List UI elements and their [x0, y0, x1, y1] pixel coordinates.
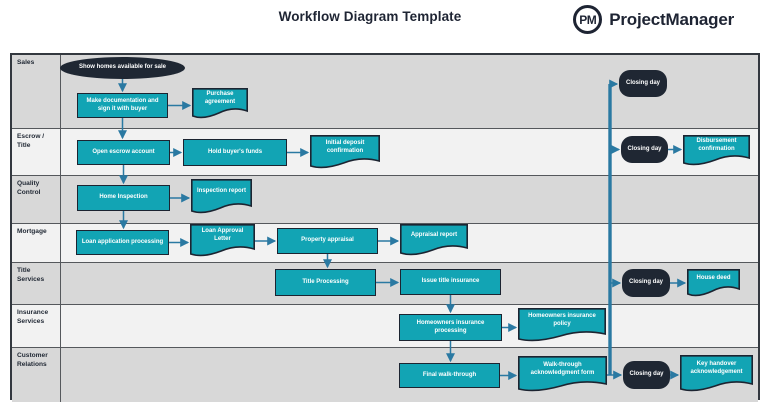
logo-wordmark: ProjectManager [609, 9, 734, 29]
node-property-appraisal: Property appraisal [277, 228, 378, 254]
node-label: Closing day [628, 279, 663, 286]
node-label: Key handover acknowledgement [690, 361, 743, 375]
node-label: Hold buyer's funds [207, 148, 263, 155]
node-hold-buyers-funds: Hold buyer's funds [183, 139, 287, 166]
node-inspection-report: Inspection report [191, 179, 252, 214]
node-label: Issue title insurance [421, 278, 480, 285]
node-label: Open escrow account [92, 148, 155, 155]
document-shape [518, 308, 606, 342]
node-label: Make documentation and sign it with buye… [86, 97, 159, 112]
node-label: Closing day [627, 145, 662, 152]
node-loan-approval-letter: Loan Approval Letter [190, 224, 255, 257]
document-shape [683, 135, 750, 166]
node-house-deed: House deed [687, 269, 740, 297]
node-purchase-agreement: Purchase agreement [192, 88, 248, 119]
node-label: Show homes available for sale [78, 64, 167, 71]
node-closing-day-title: Closing day [622, 269, 670, 297]
document-shape [400, 224, 468, 256]
node-make-documentation: Make documentation and sign it with buye… [77, 93, 168, 118]
node-label: Initial deposit confirmation [325, 139, 365, 154]
node-label: Loan Approval Letter [201, 228, 244, 242]
node-label: Purchase agreement [204, 91, 236, 105]
node-label: Property appraisal [301, 237, 354, 244]
node-final-walkthrough: Final walk-through [399, 363, 500, 388]
node-closing-day-customer: Closing day [623, 361, 670, 389]
node-disbursement: Disbursement confirmation [683, 135, 750, 166]
node-label: Title Processing [302, 278, 349, 285]
node-label: Closing day [625, 79, 660, 86]
document-shape [191, 179, 252, 214]
node-show-homes: Show homes available for sale [60, 57, 185, 79]
node-closing-day-sales: Closing day [619, 70, 667, 97]
node-loan-application: Loan application processing [76, 230, 169, 255]
node-homeowners-policy: Homeowners insurance policy [518, 308, 606, 342]
node-label: Loan application processing [81, 238, 164, 245]
lane-label: Customer Relations [12, 348, 61, 402]
pm-logo-icon: PM [573, 5, 603, 34]
document-shape [310, 135, 380, 169]
node-issue-title-insurance: Issue title insurance [400, 269, 501, 295]
lane-label: Mortgage [12, 224, 61, 262]
node-label: Home Inspection [99, 194, 148, 201]
lane-label: Insurance Services [12, 305, 61, 347]
document-shape [518, 356, 607, 392]
document-shape [192, 88, 248, 119]
node-label: House deed [696, 274, 731, 281]
node-label: Homeowners insurance processing [416, 319, 485, 334]
node-appraisal-report: Appraisal report [400, 224, 468, 256]
node-open-escrow: Open escrow account [77, 140, 170, 165]
node-label: Final walk-through [422, 371, 477, 378]
node-home-inspection: Home Inspection [77, 185, 170, 211]
node-label: Inspection report [196, 188, 246, 195]
projectmanager-logo: PM ProjectManager [573, 5, 734, 34]
lane-label: Sales [12, 55, 61, 128]
lane-label: Title Services [12, 263, 61, 304]
document-shape [687, 269, 740, 297]
node-walkthrough-form: Walk-through acknowledgment form [518, 356, 607, 392]
document-shape [190, 224, 255, 257]
node-label: Homeowners insurance policy [528, 312, 596, 327]
node-key-handover: Key handover acknowledgement [680, 355, 753, 392]
node-homeowners-processing: Homeowners insurance processing [399, 314, 502, 341]
node-initial-deposit: Initial deposit confirmation [310, 135, 380, 169]
node-label: Appraisal report [410, 231, 458, 238]
node-label: Disbursement confirmation [696, 138, 737, 152]
page-title: Workflow Diagram Template [278, 9, 462, 24]
lane-insurance-services: Insurance Services [12, 305, 758, 348]
lane-label: Quality Control [12, 176, 61, 223]
node-title-processing: Title Processing [275, 269, 376, 296]
node-label: Walk-through acknowledgment form [530, 361, 595, 376]
document-shape [680, 355, 753, 392]
node-closing-day-escrow: Closing day [621, 136, 668, 163]
node-label: Closing day [629, 371, 664, 378]
lane-label: Escrow / Title [12, 129, 61, 175]
